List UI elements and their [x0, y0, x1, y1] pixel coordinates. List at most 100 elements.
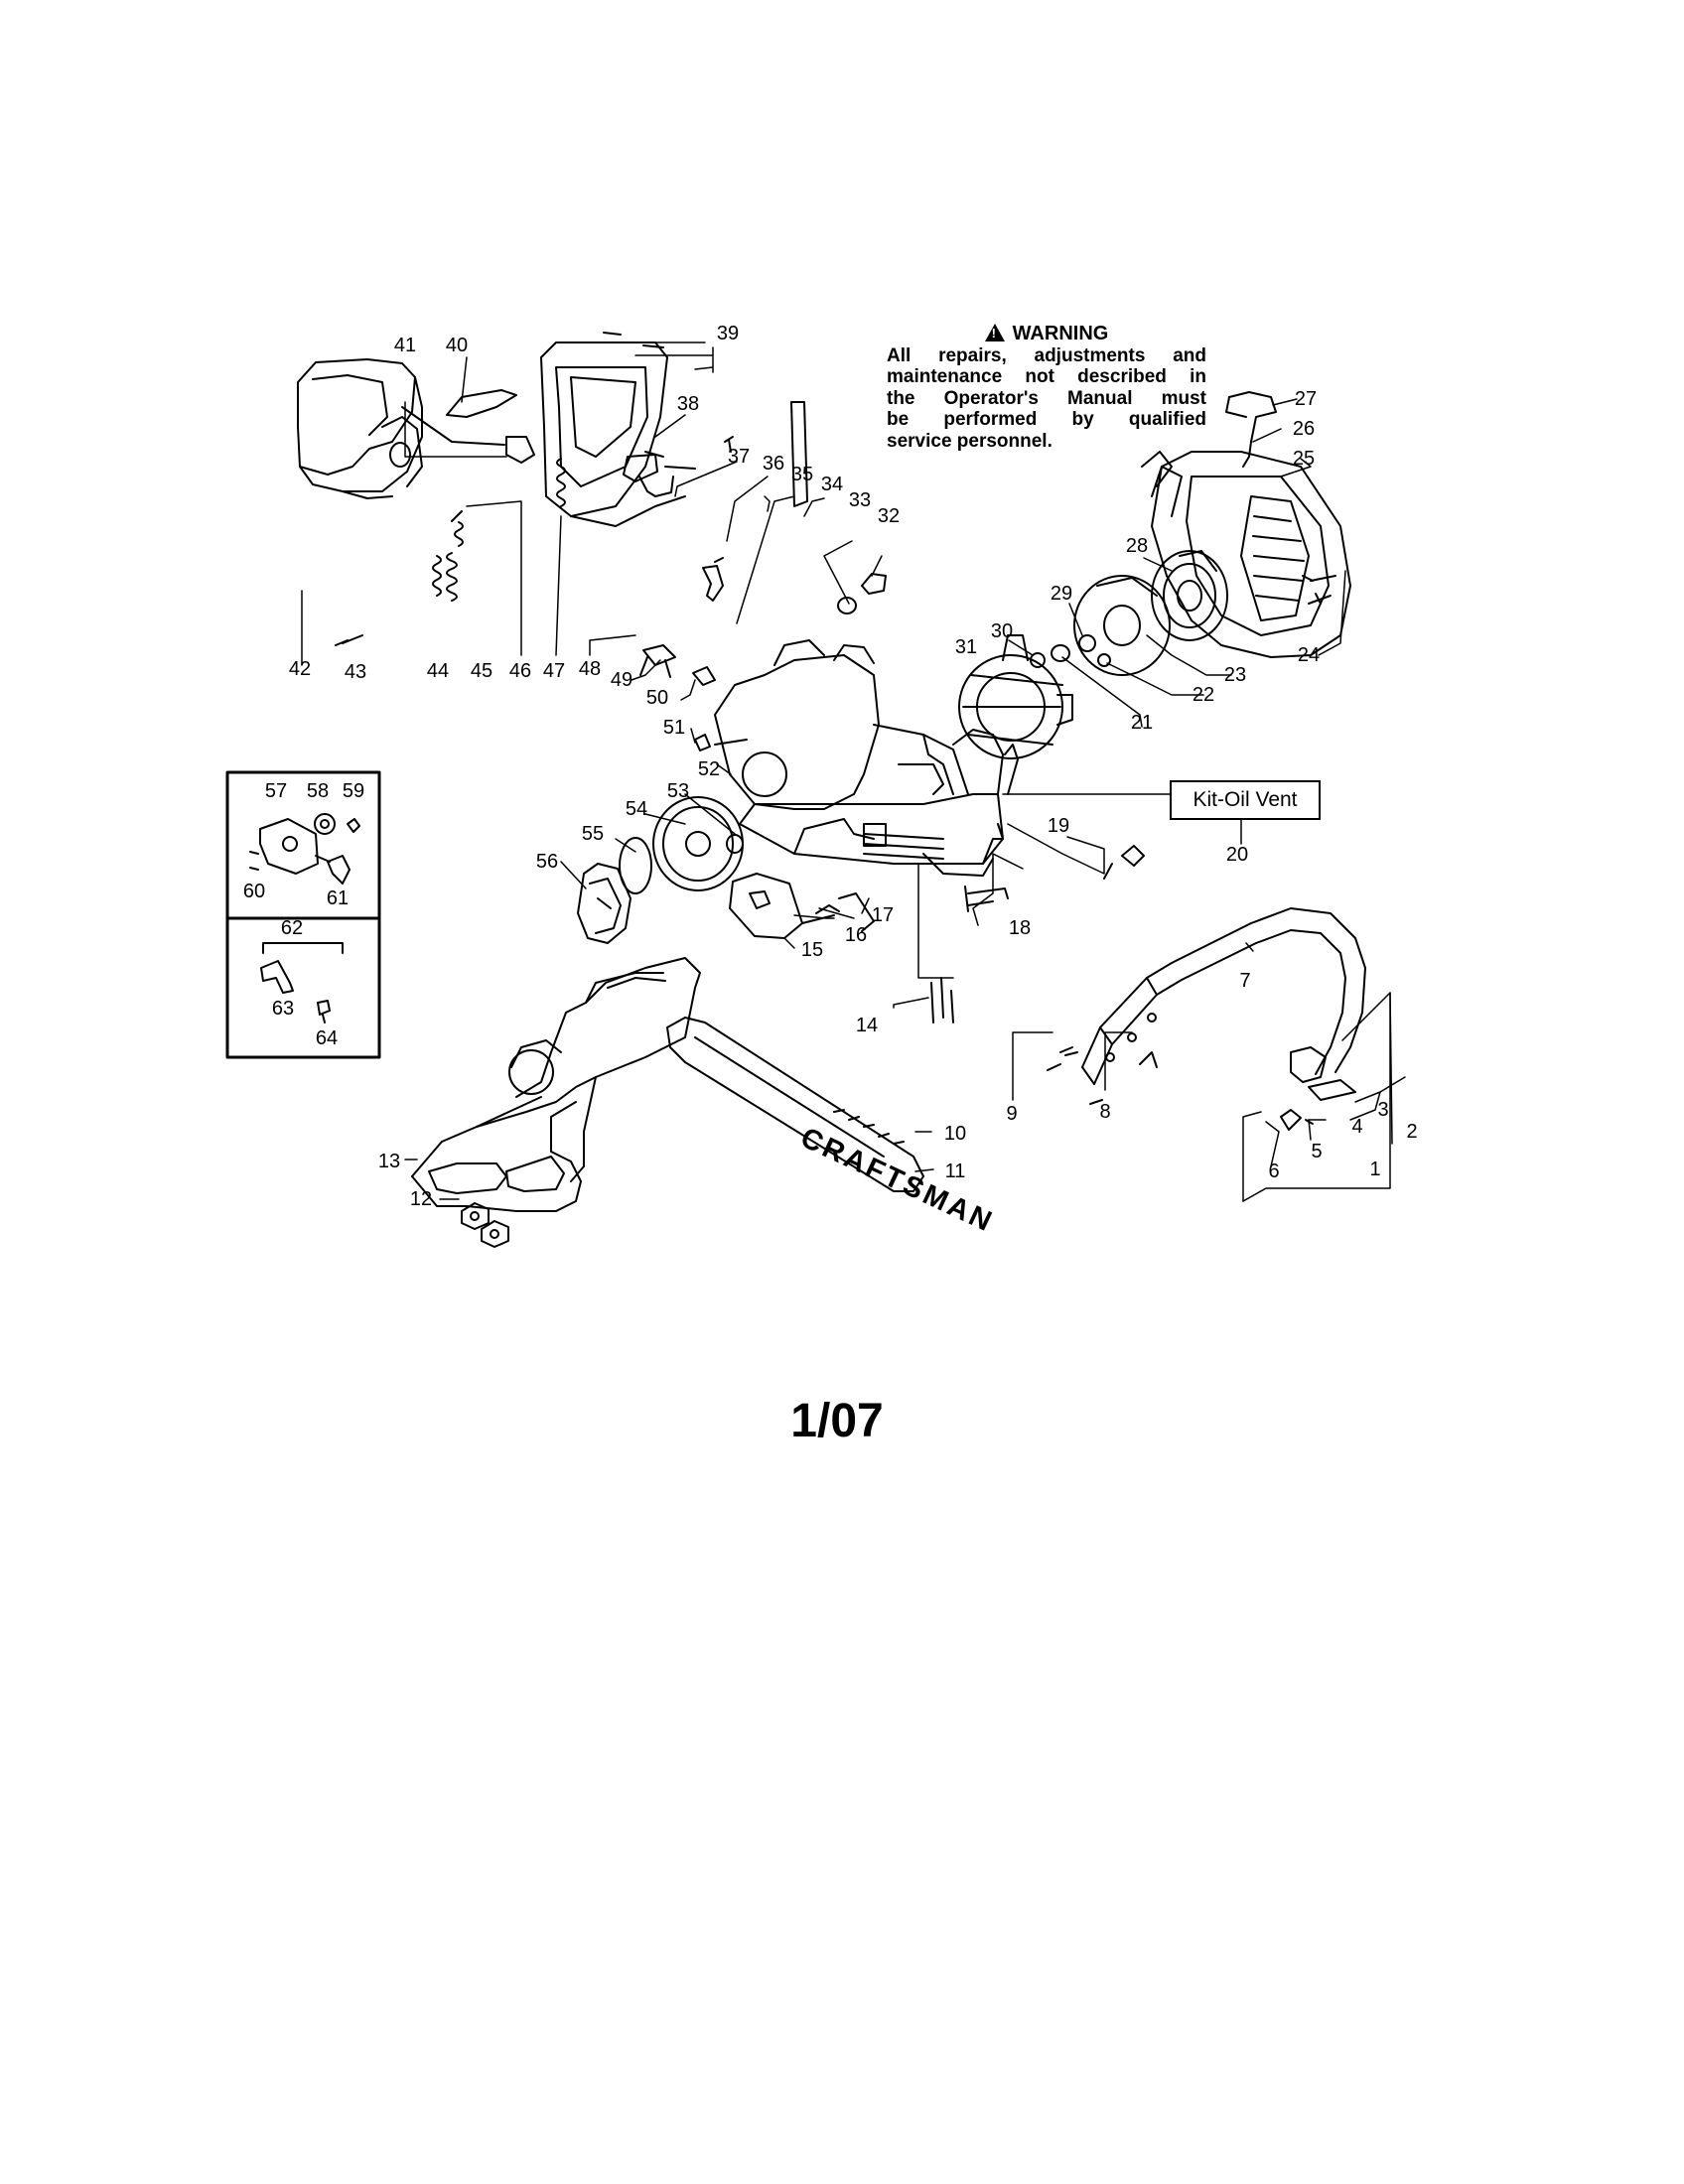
callout-26: 26 [1292, 418, 1316, 440]
callout-58: 58 [306, 780, 330, 802]
warning-triangle-icon [984, 324, 1005, 341]
warning-line: maintenance not described in [887, 366, 1206, 387]
bar-nuts-drawing [461, 1202, 509, 1248]
callout-2: 2 [1406, 1121, 1418, 1143]
callout-18: 18 [1008, 917, 1032, 939]
callout-33: 33 [848, 489, 872, 511]
callout-23: 23 [1223, 664, 1247, 686]
callout-15: 15 [800, 939, 824, 961]
callout-41: 41 [393, 335, 417, 356]
callout-6: 6 [1268, 1160, 1280, 1182]
callout-55: 55 [581, 823, 605, 845]
warning-line: be performed by qualified [887, 409, 1206, 430]
callout-34: 34 [820, 474, 844, 495]
callout-61: 61 [326, 887, 350, 909]
handle-housing-drawing [540, 332, 696, 527]
rear-handle-drawing [297, 358, 423, 499]
callout-45: 45 [470, 660, 493, 682]
callout-28: 28 [1125, 535, 1149, 557]
callout-42: 42 [288, 658, 312, 680]
callout-50: 50 [645, 687, 669, 709]
callout-59: 59 [342, 780, 365, 802]
oil-vent-kit-drawing [260, 942, 344, 1024]
callout-10: 10 [943, 1123, 967, 1145]
washer-22-drawing [1097, 653, 1111, 667]
warning-line: All repairs, adjustments and [887, 344, 1206, 366]
leader-lines [301, 341, 1406, 1202]
callout-46: 46 [508, 660, 532, 682]
callout-63: 63 [271, 998, 295, 1020]
warning-title: WARNING [1012, 323, 1109, 344]
callout-51: 51 [662, 717, 686, 739]
callout-12: 12 [409, 1188, 433, 1210]
callout-25: 25 [1292, 448, 1316, 470]
screw-24-drawing [1302, 575, 1336, 605]
callout-62: 62 [280, 917, 304, 939]
callout-8: 8 [1099, 1101, 1111, 1123]
callout-40: 40 [445, 335, 469, 356]
small-parts-drawing [623, 401, 887, 751]
callout-29: 29 [1050, 583, 1073, 605]
springs-drawing [432, 458, 566, 602]
guide-bar-drawing [666, 1017, 924, 1192]
callout-48: 48 [578, 658, 602, 680]
callout-47: 47 [542, 660, 566, 682]
warning-line: service personnel. [887, 430, 1052, 452]
callout-14: 14 [855, 1015, 879, 1036]
front-handle-drawing [1081, 907, 1366, 1085]
callout-60: 60 [242, 881, 266, 902]
callout-22: 22 [1192, 684, 1215, 706]
callout-16: 16 [844, 924, 868, 946]
warning-title-row: WARNING [887, 323, 1206, 345]
callout-9: 9 [1006, 1103, 1018, 1125]
callout-20: 20 [1225, 844, 1249, 866]
flywheel-drawing [958, 634, 1073, 759]
callout-7: 7 [1239, 970, 1251, 992]
callout-30: 30 [990, 620, 1014, 642]
screws-8-9-drawing [1047, 1046, 1103, 1105]
callout-49: 49 [610, 669, 633, 691]
revision-date: 1/07 [790, 1395, 884, 1447]
callout-52: 52 [697, 758, 721, 780]
kit-oil-vent-label: Kit-Oil Vent [1170, 780, 1321, 820]
callout-24: 24 [1297, 644, 1321, 666]
clutch-cover-drawing [411, 957, 701, 1212]
starter-handle-drawing [1225, 391, 1277, 468]
callout-38: 38 [676, 393, 700, 415]
callout-31: 31 [954, 636, 978, 658]
callout-39: 39 [716, 323, 740, 344]
callout-17: 17 [871, 904, 895, 926]
warning-line: the Operator's Manual must [887, 387, 1206, 409]
callout-56: 56 [535, 851, 559, 873]
callout-32: 32 [877, 505, 901, 527]
callout-44: 44 [426, 660, 450, 682]
callout-27: 27 [1294, 388, 1318, 410]
callout-3: 3 [1377, 1099, 1389, 1121]
callout-19: 19 [1047, 815, 1070, 837]
callout-54: 54 [625, 798, 648, 820]
starter-pulley-drawing [1073, 550, 1228, 676]
callout-64: 64 [315, 1027, 339, 1049]
screw-43-drawing [335, 634, 363, 646]
washer-30-drawing [1030, 652, 1046, 668]
callout-5: 5 [1311, 1141, 1323, 1162]
callout-57: 57 [264, 780, 288, 802]
oil-pump-drawing [249, 813, 360, 885]
nut-29-drawing [1078, 634, 1096, 652]
callout-1: 1 [1369, 1159, 1381, 1180]
callout-37: 37 [727, 446, 751, 468]
callout-53: 53 [666, 780, 690, 802]
callout-21: 21 [1130, 712, 1154, 734]
clutch-drawing [577, 796, 744, 944]
callout-4: 4 [1351, 1116, 1363, 1138]
callout-11: 11 [944, 1160, 966, 1182]
inset-box-oil-vent [225, 916, 381, 1059]
starter-housing-drawing [1141, 451, 1351, 658]
callout-43: 43 [344, 661, 367, 683]
muffler-shield-drawing [1280, 1046, 1356, 1131]
pins-14-drawing [930, 977, 954, 1024]
nut-21-drawing [1051, 644, 1070, 662]
callout-36: 36 [762, 453, 785, 475]
